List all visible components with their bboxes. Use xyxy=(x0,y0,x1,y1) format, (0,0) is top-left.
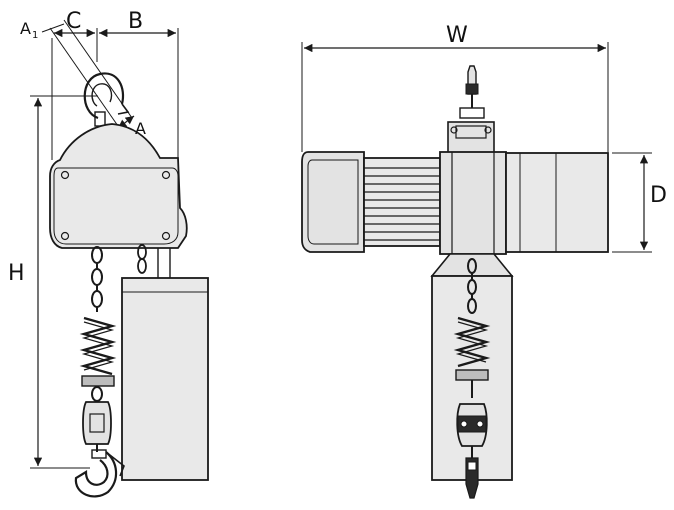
slack-chain xyxy=(137,244,147,274)
label-b: B xyxy=(128,9,143,34)
spring-stop-side xyxy=(81,375,115,387)
motor-end-cap xyxy=(301,151,365,253)
front-view xyxy=(301,42,652,499)
bottom-hook-front xyxy=(465,446,479,499)
label-w: W xyxy=(446,23,468,48)
a-diagonal-line-1 xyxy=(49,27,119,127)
side-view xyxy=(30,19,209,498)
front-top-hook xyxy=(459,65,485,119)
chain-bag xyxy=(121,248,209,481)
bottom-hook xyxy=(74,449,125,498)
load-chain-side xyxy=(91,246,103,312)
a1-leader-line xyxy=(41,23,65,33)
gearbox-housing xyxy=(505,152,609,253)
label-a1-subscript: 1 xyxy=(32,30,38,41)
suspension-bracket xyxy=(447,121,495,155)
label-a1: A xyxy=(20,19,31,38)
spring-stop-front xyxy=(455,369,489,381)
hoist-housing-side xyxy=(49,123,188,249)
a-diagonal-line-2 xyxy=(63,19,133,119)
lower-chain-side xyxy=(91,386,103,402)
motor-fins xyxy=(363,157,441,247)
load-chain-front xyxy=(467,258,477,314)
bottom-block-side xyxy=(82,401,112,452)
top-hook xyxy=(83,72,130,127)
chain-spring-front xyxy=(453,316,491,368)
label-a: A xyxy=(135,119,146,138)
label-d: D xyxy=(650,183,667,208)
chain-spring-side xyxy=(79,316,117,376)
bottom-block-front xyxy=(456,380,488,447)
label-h: H xyxy=(8,261,25,286)
label-c: C xyxy=(66,9,81,34)
central-frame xyxy=(439,151,507,255)
